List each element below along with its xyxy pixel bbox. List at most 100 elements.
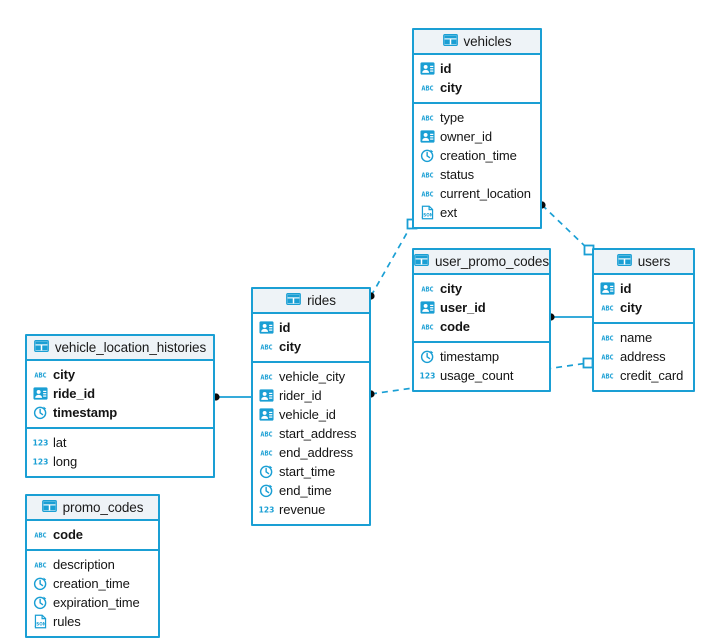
svg-text:ABC: ABC — [34, 562, 46, 570]
abc-type-icon: ABC — [259, 426, 274, 441]
column-row-rides-start_time[interactable]: start_time — [253, 462, 369, 481]
abc-type-icon: ABC — [600, 368, 615, 383]
entity-header-user_promo_codes[interactable]: user_promo_codes — [414, 250, 549, 275]
table-grid-icon — [414, 253, 429, 271]
column-row-user_promo_codes-timestamp[interactable]: timestamp — [414, 347, 549, 366]
relationship-line-rides-to-vehicles[interactable] — [370, 223, 413, 297]
clock-type-icon — [259, 483, 274, 498]
primary-key-row-vehicle_location_histories-ride_id[interactable]: ride_id — [27, 384, 213, 403]
svg-text:ABC: ABC — [421, 324, 433, 332]
svg-text:ABC: ABC — [601, 373, 613, 381]
column-label: ride_id — [53, 386, 95, 401]
column-label: city — [440, 281, 463, 296]
table-grid-icon — [616, 253, 632, 271]
abc-type-icon: ABC — [420, 281, 435, 296]
primary-key-row-user_promo_codes-city[interactable]: ABC city — [414, 279, 549, 298]
num-type-icon: 123 — [33, 454, 48, 469]
column-label: current_location — [440, 186, 531, 201]
column-row-promo_codes-expiration_time[interactable]: expiration_time — [27, 593, 158, 612]
table-grid-icon — [33, 339, 49, 357]
column-label: city — [440, 80, 463, 95]
clock-type-icon — [420, 148, 435, 163]
table-grid-icon — [442, 33, 458, 51]
column-label: end_address — [279, 445, 354, 460]
key-type-icon — [259, 320, 274, 335]
column-row-rides-vehicle_id[interactable]: vehicle_id — [253, 405, 369, 424]
column-label: revenue — [279, 502, 326, 517]
key-type-icon — [33, 386, 48, 401]
column-row-vehicles-creation_time[interactable]: creation_time — [414, 146, 540, 165]
svg-text:ABC: ABC — [601, 335, 613, 343]
column-row-vehicles-owner_id[interactable]: owner_id — [414, 127, 540, 146]
column-row-vehicle_location_histories-lat[interactable]: 123 lat — [27, 433, 213, 452]
entity-header-vehicle_location_histories[interactable]: vehicle_location_histories — [27, 336, 213, 361]
svg-text:JSON: JSON — [421, 213, 434, 218]
column-label: code — [53, 527, 83, 542]
svg-text:ABC: ABC — [34, 532, 46, 540]
column-label: end_time — [279, 483, 332, 498]
column-label: long — [53, 454, 78, 469]
svg-text:ABC: ABC — [260, 344, 272, 352]
key-section-promo_codes: ABC code — [27, 521, 158, 551]
column-row-promo_codes-description[interactable]: ABC description — [27, 555, 158, 574]
column-label: start_time — [279, 464, 336, 479]
column-row-rides-rider_id[interactable]: rider_id — [253, 386, 369, 405]
svg-text:ABC: ABC — [421, 115, 433, 123]
abc-type-icon: ABC — [420, 110, 435, 125]
primary-key-row-vehicle_location_histories-timestamp[interactable]: timestamp — [27, 403, 213, 422]
column-label: description — [53, 557, 115, 572]
svg-text:ABC: ABC — [260, 374, 272, 382]
clock-type-icon — [33, 595, 48, 610]
key-type-icon — [420, 300, 435, 315]
column-label: usage_count — [440, 368, 514, 383]
entity-header-users[interactable]: users — [594, 250, 693, 275]
column-label: status — [440, 167, 475, 182]
entity-header-promo_codes[interactable]: promo_codes — [27, 496, 158, 521]
column-label: vehicle_id — [279, 407, 336, 422]
primary-key-row-rides-id[interactable]: id — [253, 318, 369, 337]
primary-key-row-user_promo_codes-user_id[interactable]: user_id — [414, 298, 549, 317]
primary-key-row-promo_codes-code[interactable]: ABC code — [27, 525, 158, 544]
entity-header-rides[interactable]: rides — [253, 289, 369, 314]
column-label: timestamp — [440, 349, 500, 364]
num-type-icon: 123 — [33, 435, 48, 450]
column-row-promo_codes-creation_time[interactable]: creation_time — [27, 574, 158, 593]
primary-key-row-users-id[interactable]: id — [594, 279, 693, 298]
abc-type-icon: ABC — [600, 300, 615, 315]
abc-type-icon: ABC — [259, 369, 274, 384]
column-row-vehicle_location_histories-long[interactable]: 123 long — [27, 452, 213, 471]
column-row-rides-end_time[interactable]: end_time — [253, 481, 369, 500]
column-label: lat — [53, 435, 67, 450]
entity-name-users: users — [637, 254, 671, 269]
svg-text:ABC: ABC — [34, 372, 46, 380]
relationship-line-vehicles-to-users[interactable] — [541, 204, 590, 251]
entity-header-vehicles[interactable]: vehicles — [414, 30, 540, 55]
primary-key-row-vehicles-id[interactable]: id — [414, 59, 540, 78]
